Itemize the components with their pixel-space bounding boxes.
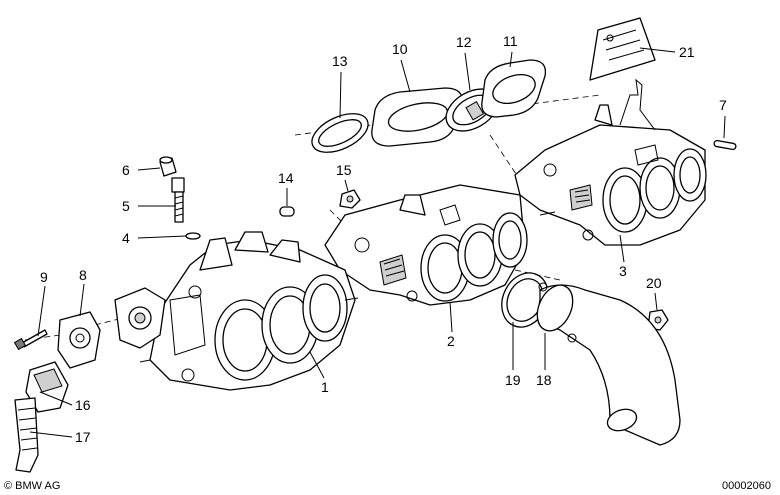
part-13-gasket-ring (311, 113, 369, 153)
part-11-gasket-plate (481, 59, 547, 118)
part-18-elbow-pipe (536, 282, 681, 446)
part-1-throttle-body (139, 231, 359, 391)
callout-17: 17 (75, 429, 91, 445)
part-8-sensor (57, 311, 101, 369)
callout-5: 5 (122, 198, 130, 214)
part-10-gasket-plate (371, 87, 464, 147)
callout-10: 10 (392, 41, 408, 57)
part-5-temperature-sensor (171, 177, 185, 223)
part-6-cap (159, 156, 177, 177)
callout-21: 21 (679, 44, 695, 60)
part-17-cable (14, 397, 39, 473)
callout-1: 1 (321, 379, 329, 395)
callout-19: 19 (505, 372, 521, 388)
part-4-seal-ring (185, 232, 201, 240)
callout-14: 14 (278, 170, 294, 186)
callout-6: 6 (122, 162, 130, 178)
drawing-number: 00002060 (722, 480, 771, 492)
callout-7: 7 (719, 97, 727, 113)
callout-18: 18 (536, 372, 552, 388)
part-19-ring (501, 272, 549, 328)
part-21-cover-plate (589, 17, 656, 81)
callout-12: 12 (456, 34, 472, 50)
callout-20: 20 (646, 275, 662, 291)
part-2-throttle-body (324, 184, 528, 306)
callout-3: 3 (619, 263, 627, 279)
part-15-nut (339, 189, 361, 209)
copyright-text: © BMW AG (4, 480, 60, 492)
sensor-housing (114, 287, 166, 349)
part-14-pin (279, 206, 295, 217)
callout-16: 16 (75, 397, 91, 413)
callout-15: 15 (336, 162, 352, 178)
part-20-nut (647, 309, 669, 331)
callout-labels: 1 2 3 4 5 6 7 8 9 10 11 12 13 14 15 16 1… (40, 33, 727, 445)
part-16-connector (25, 361, 69, 413)
callout-4: 4 (122, 230, 130, 246)
callout-8: 8 (79, 267, 87, 283)
part-9-screw (13, 329, 48, 351)
leader-lines (29, 47, 726, 438)
callout-9: 9 (40, 269, 48, 285)
callout-11: 11 (503, 33, 518, 49)
part-3-throttle-body (514, 78, 707, 246)
callout-2: 2 (447, 333, 455, 349)
callout-13: 13 (332, 53, 348, 69)
part-7-pin (713, 139, 737, 151)
